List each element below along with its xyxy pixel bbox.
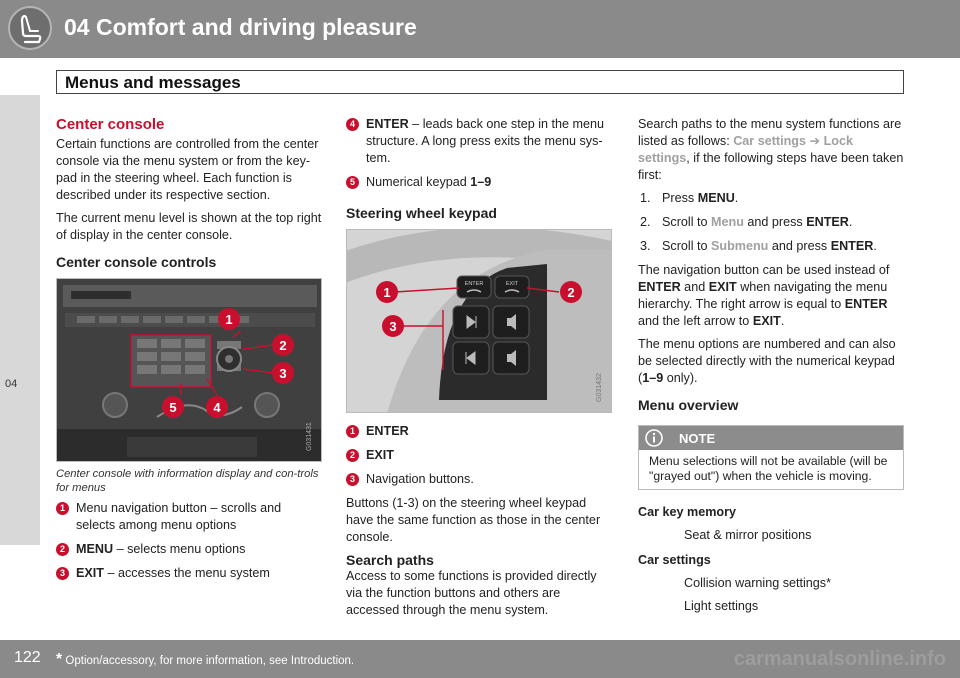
number-badge: 2 [346, 449, 359, 462]
footnote: * Option/accessory, for more information… [56, 651, 355, 668]
center-console-illustration: 1 2 3 5 4 G031431 [56, 278, 322, 462]
seat-icon [8, 6, 52, 50]
menu-entry: Light settings [684, 599, 759, 613]
figure-code: G031431 [306, 422, 313, 451]
page-footer: 122 * Option/accessory, for more informa… [0, 640, 960, 678]
note-title: NOTE [679, 431, 716, 446]
steering-wheel-keypad-illustration: ENTER EXIT 1 2 3 G031432 [346, 229, 612, 413]
column-2: 4 ENTER – leads back one step in the men… [346, 116, 614, 625]
callout-label-4: 4 [213, 400, 221, 415]
number-badge: 3 [346, 473, 359, 486]
callout-label-1: 1 [225, 312, 232, 327]
menu-heading: Car key memory [638, 505, 737, 519]
callout-label-5: 5 [169, 400, 176, 415]
path-segment: Car settings [733, 134, 806, 148]
menu-entry: Collision warning settings* [684, 576, 831, 590]
chapter-tab: 04 [0, 95, 40, 545]
paragraph: The current menu level is shown at the t… [56, 211, 322, 242]
paragraph-options: The menu options are numbered and can al… [638, 337, 896, 385]
chapter-tab-label: 04 [5, 378, 18, 390]
section-title: Menus and messages [65, 73, 241, 92]
arrow-right-icon: ➔ [806, 134, 824, 148]
note-box: NOTE Menu selections will not be availab… [638, 425, 904, 490]
path-segment: Lock settings [638, 134, 853, 165]
list-item: 3 EXIT – accesses the menu system [56, 565, 322, 582]
list-item: 2 EXIT [346, 447, 614, 464]
page-header: 04 Comfort and driving pleasure [0, 0, 960, 58]
list-item: 4 ENTER – leads back one step in the men… [346, 116, 614, 167]
heading-search-paths: Search paths [346, 552, 434, 568]
number-badge: 1 [346, 425, 359, 438]
enter-button-label: ENTER [465, 281, 484, 287]
paragraph: Access to some functions is provided dir… [346, 569, 597, 617]
number-badge: 1 [56, 502, 69, 515]
paragraph: Certain functions are controlled from th… [56, 137, 319, 202]
paragraph-search-paths: Search paths to the menu system function… [638, 117, 904, 182]
note-text: Menu selections will not be available (w… [649, 454, 888, 483]
menu-heading: Car settings [638, 553, 711, 567]
paragraph: Buttons (1-3) on the steering wheel keyp… [346, 496, 601, 544]
step-item: 3. Scroll to Submenu and press ENTER. [640, 239, 877, 253]
number-badge: 3 [56, 567, 69, 580]
callout-label-3: 3 [389, 319, 396, 334]
list-item: 1 ENTER [346, 423, 614, 440]
exit-button-label: EXIT [506, 281, 519, 287]
column-1: Center console Certain functions are con… [56, 112, 322, 589]
page-number: 122 [14, 649, 41, 666]
number-badge: 4 [346, 118, 359, 131]
heading-center-console-controls: Center console controls [56, 254, 217, 270]
watermark: carmanualsonline.info [733, 648, 946, 670]
list-item: 1 Menu navigation button – scrolls and s… [56, 500, 322, 534]
menu-entry: Seat & mirror positions [684, 528, 812, 542]
step-item: 2. Scroll to Menu and press ENTER. [640, 215, 853, 229]
callout-label-2: 2 [279, 338, 286, 353]
list-item: 2 MENU – selects menu options [56, 541, 322, 558]
info-icon [645, 429, 663, 447]
callout-label-1: 1 [383, 285, 390, 300]
chapter-title: 04 Comfort and driving pleasure [64, 14, 417, 40]
number-badge: 2 [56, 543, 69, 556]
list-item: 3 Navigation buttons. [346, 471, 614, 488]
heading-steering-wheel-keypad: Steering wheel keypad [346, 205, 497, 221]
heading-center-console: Center console [56, 116, 165, 133]
note-header: NOTE [639, 426, 903, 450]
paragraph-navigation: The navigation button can be used instea… [638, 263, 890, 328]
number-badge: 5 [346, 176, 359, 189]
callout-label-2: 2 [567, 285, 574, 300]
figure-caption: Center console with information display … [56, 468, 319, 494]
list-item: 5 Numerical keypad 1–9 [346, 174, 614, 191]
figure-code: G031432 [596, 373, 603, 402]
column-3: Search paths to the menu system function… [638, 116, 906, 615]
step-item: 1. Press MENU. [640, 191, 739, 205]
heading-menu-overview: Menu overview [638, 397, 739, 413]
section-bar: Menus and messages [56, 70, 904, 94]
callout-label-3: 3 [279, 366, 286, 381]
steps-list: 1. Press MENU. 2. Scroll to Menu and pre… [638, 190, 906, 255]
